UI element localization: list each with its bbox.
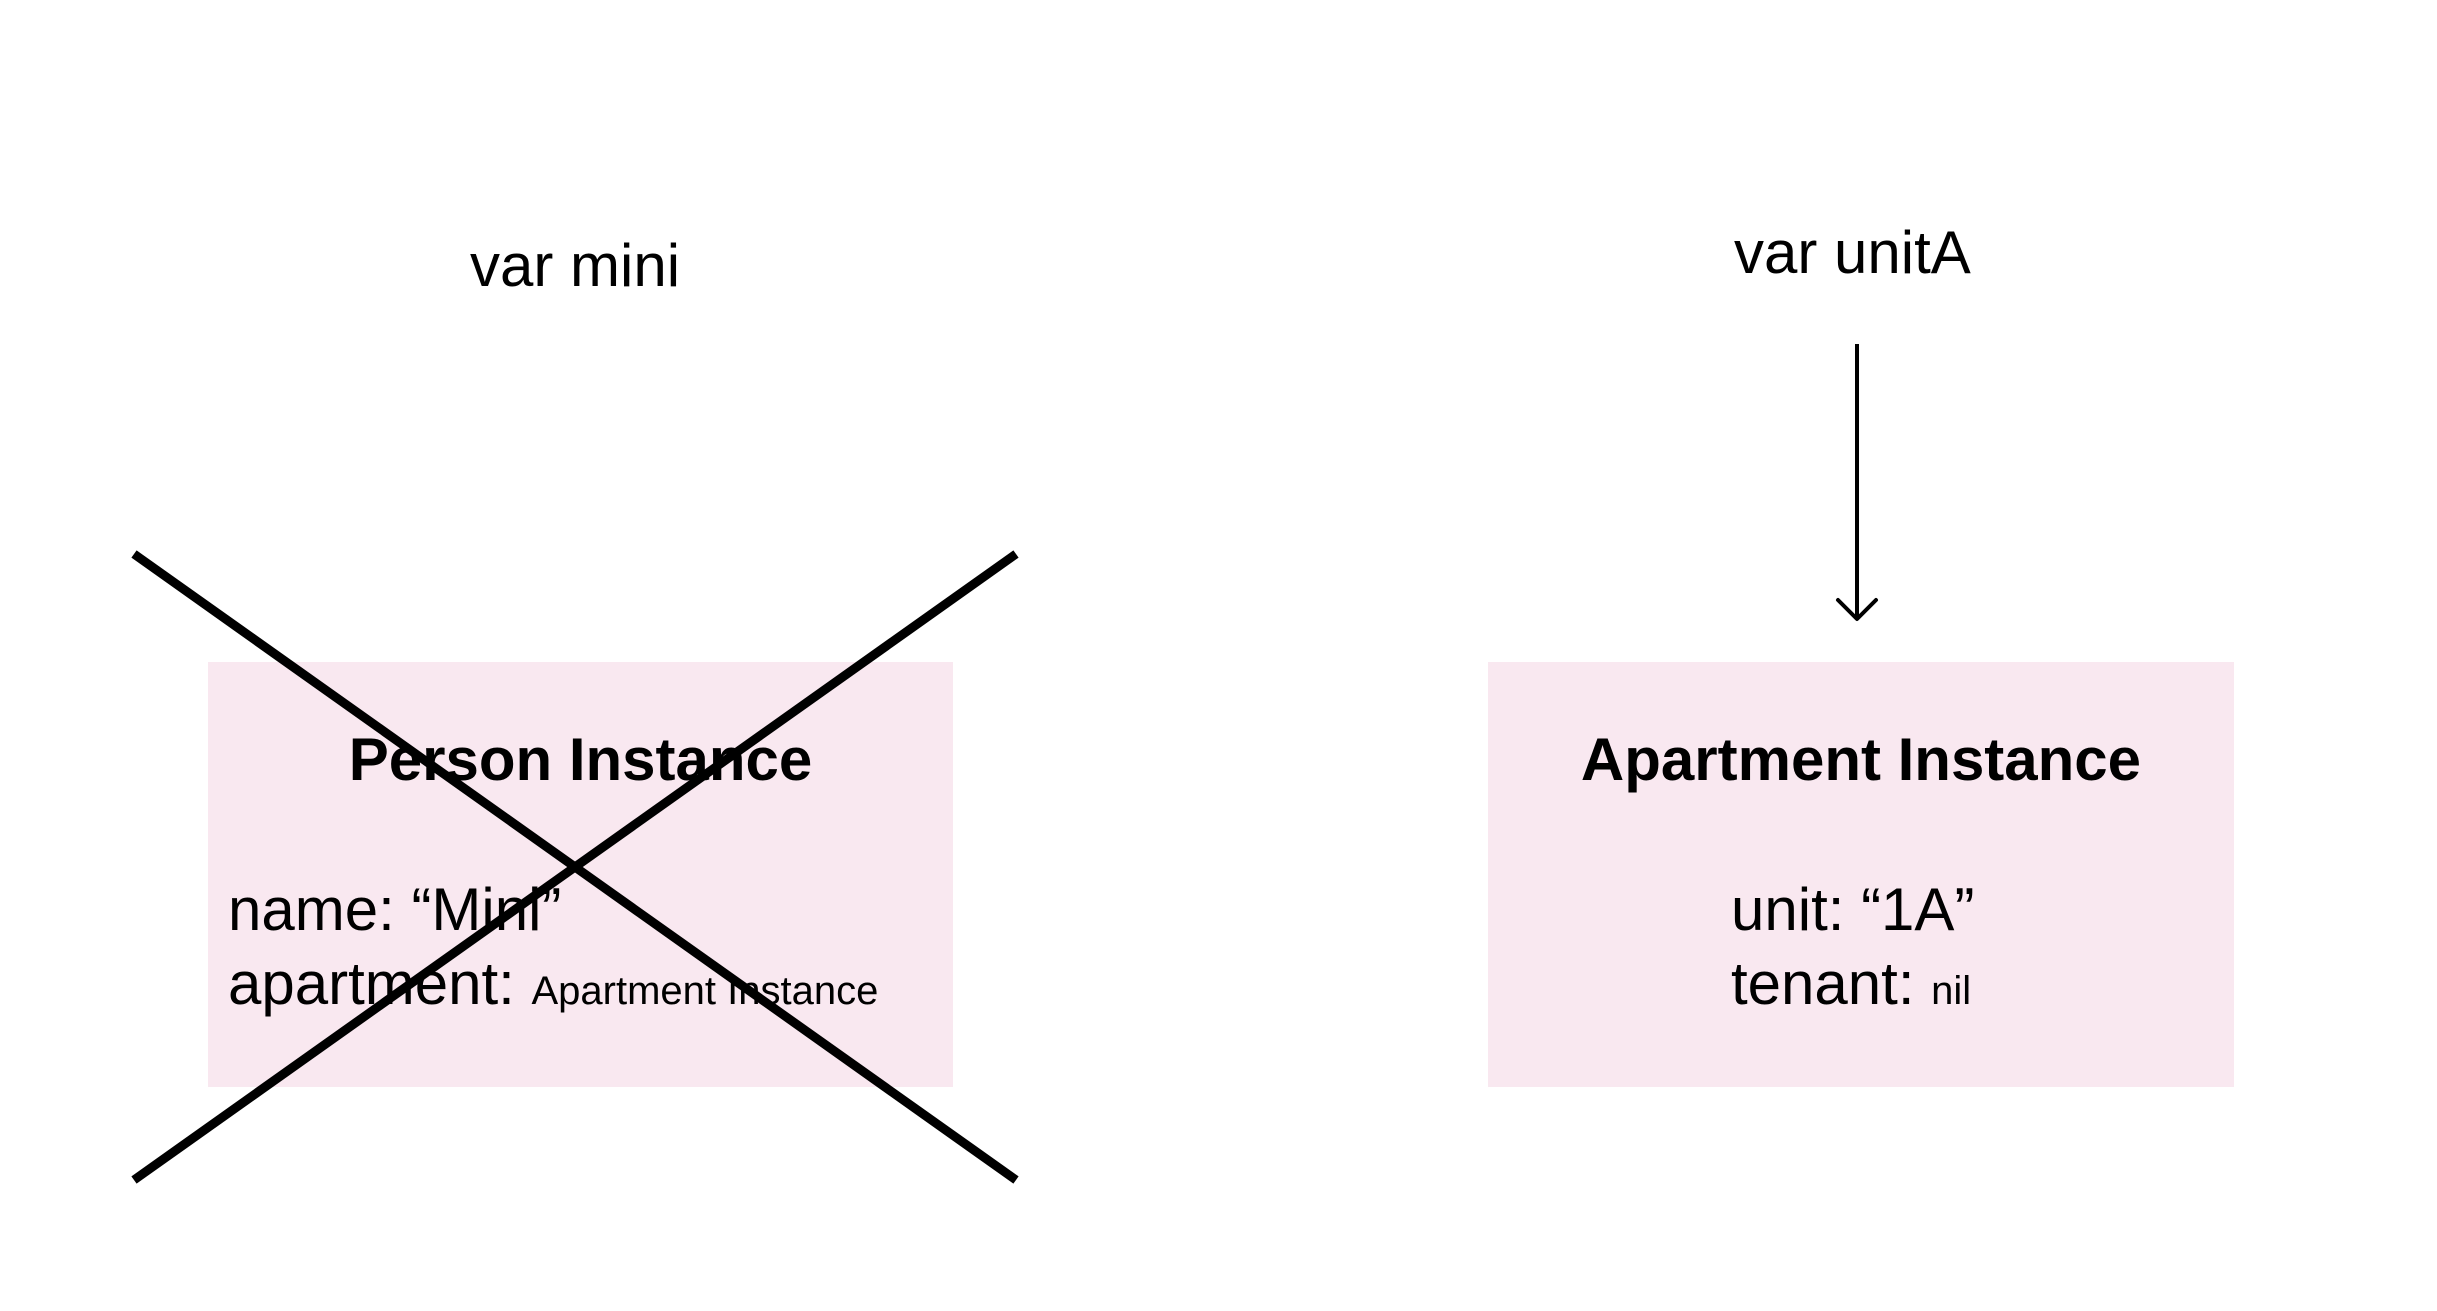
person-name-property: name: “Mini”: [228, 880, 561, 940]
person-instance-box: Person Instance name: “Mini” apartment: …: [208, 662, 953, 1087]
var-mini-label: var mini: [470, 232, 681, 299]
person-apartment-key: apartment:: [228, 950, 532, 1017]
apartment-tenant-property: tenant: nil: [1731, 954, 1971, 1014]
person-name-value: “Mini”: [411, 876, 562, 943]
person-apartment-property: apartment: Apartment Instance: [228, 954, 878, 1014]
apartment-unit-key: unit:: [1731, 876, 1862, 943]
apartment-unit-property: unit: “1A”: [1731, 880, 1974, 940]
apartment-unit-value: “1A”: [1861, 876, 1975, 943]
var-unitA-label: var unitA: [1734, 219, 1971, 286]
person-apartment-value: Apartment Instance: [531, 969, 879, 1013]
apartment-tenant-value: nil: [1931, 969, 1972, 1013]
apartment-tenant-key: tenant:: [1731, 950, 1932, 1017]
reference-arrow: [1836, 344, 1878, 621]
person-name-key: name:: [228, 876, 412, 943]
person-instance-title: Person Instance: [348, 726, 813, 793]
apartment-instance-title: Apartment Instance: [1580, 726, 2142, 793]
apartment-instance-box: Apartment Instance unit: “1A” tenant: ni…: [1488, 662, 2234, 1087]
arrow-head: [1836, 598, 1878, 621]
